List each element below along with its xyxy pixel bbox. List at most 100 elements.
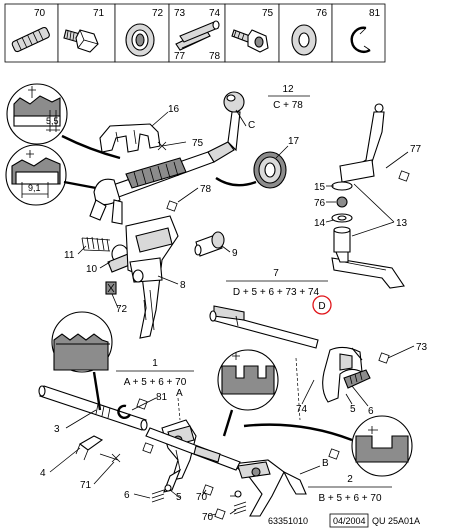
footer-ref: 63351010: [268, 516, 308, 526]
callout-4: 4: [40, 468, 46, 479]
svg-text:1: 1: [152, 358, 158, 369]
shaft-pin-icon: [179, 20, 220, 43]
callout-5-top: 5: [350, 404, 356, 415]
shaft-to-boot-line: [215, 176, 257, 187]
highlight-marker-d: D: [312, 295, 332, 315]
callout-76: 76: [314, 198, 326, 209]
leader-a: [177, 397, 181, 421]
footer-code: QU 25A01A: [372, 516, 420, 526]
svg-text:12: 12: [282, 84, 294, 95]
lever-stack-parts: [331, 181, 405, 289]
header-label-78: 78: [209, 51, 221, 62]
circlip-icon: [350, 26, 371, 53]
group-12-formula: C + 78: [273, 100, 303, 111]
header-label-72: 72: [152, 8, 164, 19]
detail-center-leader: [222, 409, 234, 437]
screw-icon: [231, 29, 269, 53]
callout-10: 10: [86, 264, 98, 275]
shift-fork-7: [322, 346, 371, 403]
header-label-81: 81: [369, 8, 381, 19]
group-7-label: 7 D + 5 + 6 + 73 + 74: [226, 268, 328, 298]
group-2-formula: B + 5 + 6 + 70: [318, 493, 382, 504]
fork-assembly-a: [161, 419, 197, 493]
callout-11: 11: [64, 250, 75, 261]
callout-c: C: [248, 120, 255, 131]
callout-14: 14: [314, 218, 326, 229]
shaft-3: [38, 385, 148, 431]
detail-circle-center: [217, 349, 279, 411]
header-label-71: 71: [93, 8, 105, 19]
spring-11: [81, 236, 111, 252]
washer-icon: [291, 24, 317, 56]
detail-circle-left: [51, 311, 113, 373]
selector-shaft-c: [89, 91, 245, 225]
footer: 63351010 04/2004 QU 25A01A: [268, 513, 420, 528]
callout-6-left: 6: [124, 490, 130, 501]
highlight-label-d: D: [318, 301, 325, 312]
callout-b: B: [322, 458, 329, 469]
callout-16: 16: [168, 104, 180, 115]
detail-circle-right: [351, 415, 413, 477]
group-1-formula: A + 5 + 6 + 70: [124, 377, 187, 388]
selector-boot-17: [253, 151, 287, 189]
callout-77: 77: [410, 144, 422, 155]
leader-b: [299, 465, 321, 475]
group-1-label: 1 A + 5 + 6 + 70: [116, 358, 194, 388]
callout-70-bottom: 70: [202, 512, 214, 523]
fork-assembly-b: [230, 459, 307, 517]
callout-15: 15: [314, 182, 326, 193]
selector-bracket-16: [99, 123, 161, 153]
header-label-74: 74: [209, 8, 221, 19]
x-marker-71: [111, 453, 121, 463]
callout-17: 17: [288, 136, 300, 147]
callout-74: 74: [296, 404, 308, 415]
callout-81: 81: [156, 392, 168, 403]
callout-70-left: 70: [196, 492, 208, 503]
x-marker-75: [157, 141, 167, 151]
detail-left-leader: [92, 371, 102, 411]
header-label-75: 75: [262, 8, 274, 19]
callout-6-top: 6: [368, 406, 374, 417]
fork-rod-d: [209, 305, 319, 349]
group-12-label: 12 C + 78: [268, 84, 310, 111]
leader-75: [161, 141, 187, 147]
header-label-76: 76: [316, 8, 328, 19]
shift-lever-77: [339, 103, 385, 183]
svg-text:2: 2: [347, 474, 353, 485]
dash-line-74: [295, 357, 301, 421]
callout-9: 9: [232, 248, 238, 259]
marker-boxes: [136, 170, 410, 520]
callout-13: 13: [396, 218, 408, 229]
header-parts-strip: 70 71 72 73 74 75 76 81 77 78: [4, 3, 386, 63]
callout-71: 71: [80, 480, 92, 491]
callout-a: A: [176, 388, 183, 399]
svg-text:7: 7: [273, 268, 279, 279]
callout-75: 75: [192, 138, 204, 149]
pin-9: [194, 231, 225, 257]
callout-8: 8: [180, 280, 186, 291]
callout-5-left: 5: [176, 492, 182, 503]
callout-leaders: [49, 109, 415, 517]
bolt-icon: [63, 29, 99, 53]
insert-72: [105, 281, 117, 295]
detail-leader-top: [61, 134, 121, 160]
callout-3: 3: [54, 424, 60, 435]
callout-73: 73: [416, 342, 428, 353]
group-7-formula: D + 5 + 6 + 73 + 74: [233, 287, 320, 298]
circlip-81: [117, 404, 132, 419]
footer-date: 04/2004: [333, 516, 366, 526]
header-label-70: 70: [34, 8, 46, 19]
dimension-detail-top: 5,5: [6, 83, 68, 145]
seal-ring-icon: [125, 23, 155, 57]
group-2-label: 2 B + 5 + 6 + 70: [308, 474, 392, 504]
dim-9-1: 9,1: [28, 183, 41, 193]
callout-78: 78: [200, 184, 212, 195]
dim-5-5: 5,5: [46, 116, 59, 126]
selector-lever-8: [125, 215, 179, 339]
callout-72: 72: [116, 304, 128, 315]
detail-right-leader: [243, 423, 353, 442]
header-label-77: 77: [174, 51, 186, 62]
detail-leader-bottom: [63, 180, 97, 190]
clip-4: [75, 435, 104, 461]
